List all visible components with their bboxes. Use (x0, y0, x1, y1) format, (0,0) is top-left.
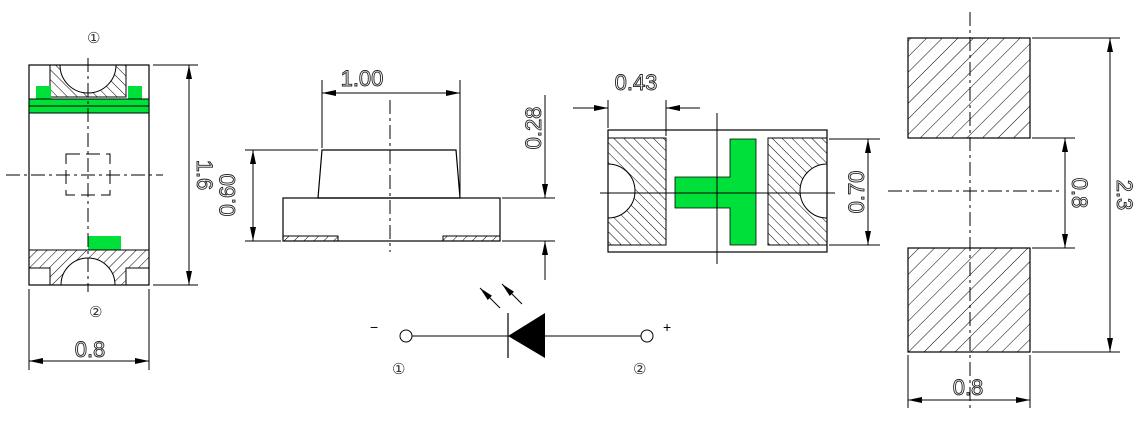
diode-triangle (508, 313, 545, 358)
land-pattern: 0.8 2.3 0.8 (888, 12, 1137, 410)
side-view: 1.00 0.60 0.28 (215, 66, 555, 280)
light-emission-arrow (479, 287, 501, 309)
light-emission-arrow (501, 283, 523, 305)
pin2-label: ② (89, 303, 102, 321)
bottom-view: 0.43 0.70 (573, 70, 880, 264)
green-pad-mark (36, 86, 51, 99)
green-t-pad (674, 138, 757, 246)
solder-pad-top (907, 37, 1031, 139)
pin1-label: ① (87, 29, 100, 47)
anode-sign: + (663, 319, 671, 335)
green-cathode-mark (88, 236, 121, 250)
pad-width-dimension: 0.8 (953, 375, 984, 400)
led-schematic-symbol: − + ① ② (370, 283, 671, 378)
package-width-dimension: 1.00 (341, 66, 384, 91)
length-dimension: 1.6 (192, 160, 217, 191)
pad-width-dimension: 0.43 (615, 70, 658, 95)
pad-gap-dimension: 0.8 (1067, 178, 1092, 209)
top-view: ① ② 1.6 0.8 (6, 29, 217, 370)
pin1-label: ① (392, 360, 405, 378)
lens-height-dimension: 0.28 (521, 107, 546, 150)
package-height-dimension: 0.60 (215, 174, 240, 217)
cathode-sign: − (370, 319, 378, 335)
width-dimension: 0.8 (75, 337, 106, 362)
total-length-dimension: 2.3 (1112, 180, 1137, 211)
pad-height-dimension: 0.70 (844, 171, 869, 214)
pin2-label: ② (633, 360, 646, 378)
solder-pad-bottom (907, 247, 1031, 353)
green-pad-mark (128, 86, 142, 99)
